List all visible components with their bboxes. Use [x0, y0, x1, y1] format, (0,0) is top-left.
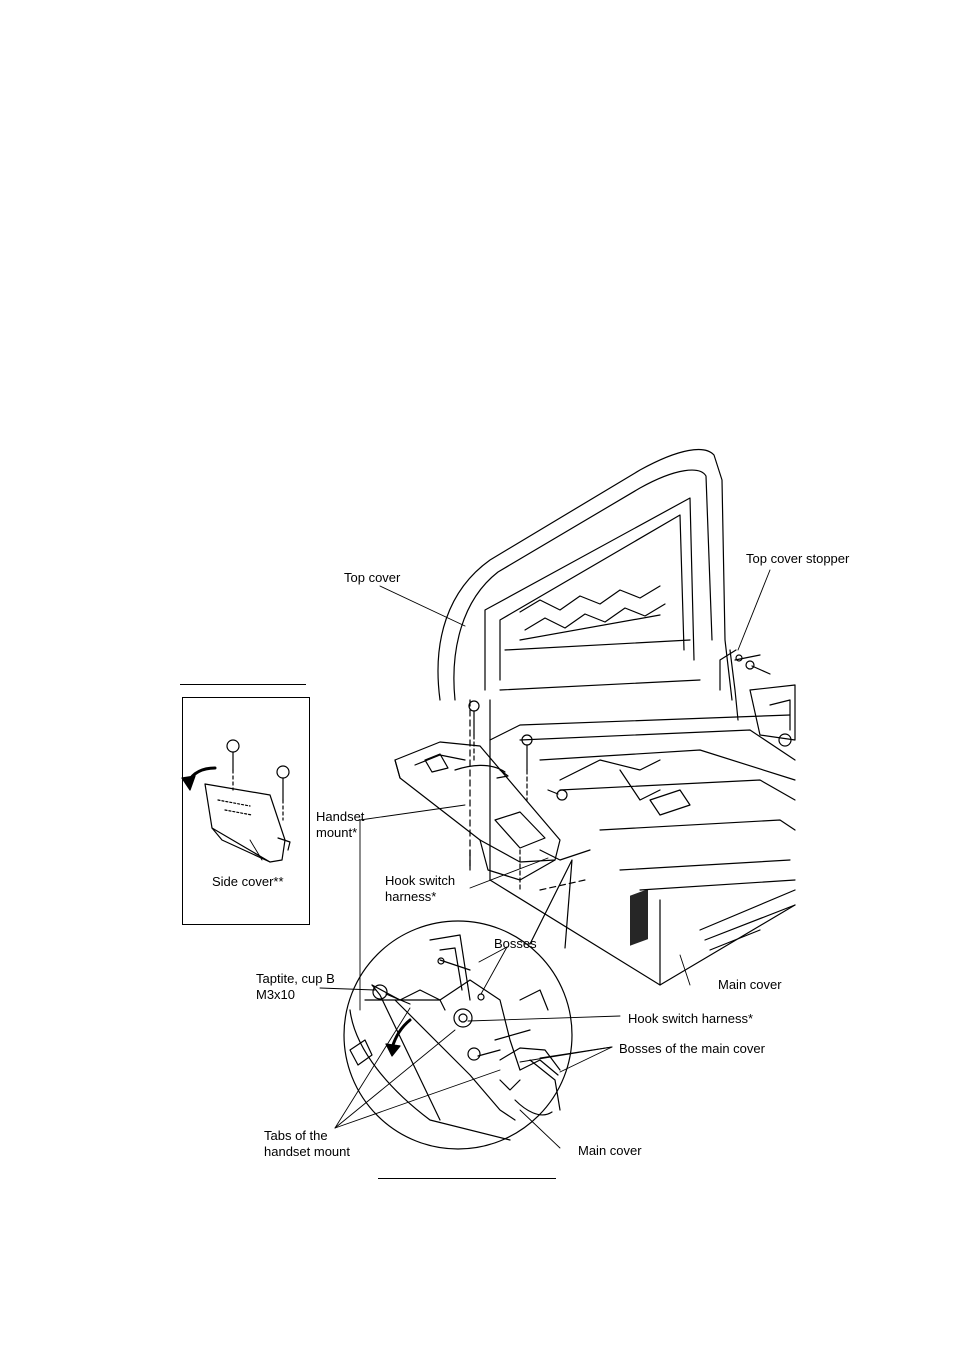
main-body-drawing — [489, 654, 796, 986]
label-taptite-line2: M3x10 — [256, 987, 296, 1002]
label-tabs-line1: Tabs of the — [264, 1128, 328, 1143]
handset-mount-drawing — [394, 700, 591, 893]
label-taptite-line1: Taptite, cup B — [256, 971, 335, 986]
label-main-cover-bottom: Main cover — [578, 1143, 642, 1158]
side-cover-drawing — [181, 739, 291, 863]
label-bosses: Bosses — [494, 936, 537, 951]
label-bosses-main-cover: Bosses of the main cover — [619, 1041, 765, 1056]
label-main-cover-right: Main cover — [718, 977, 782, 992]
top-cover-drawing — [437, 449, 743, 881]
label-handset-mount-line1: Handset — [316, 809, 365, 824]
label-hook-switch-harness-line1: Hook switch — [385, 873, 456, 888]
label-top-cover-stopper: Top cover stopper — [746, 551, 850, 566]
label-side-cover: Side cover** — [212, 874, 284, 889]
inset-top-rule — [180, 684, 306, 685]
side-cover-inset-frame — [182, 697, 310, 925]
label-handset-mount-line2: mount* — [316, 825, 358, 840]
leader-lines — [249, 569, 771, 1149]
label-hook-switch-harness-detail: Hook switch harness* — [628, 1011, 753, 1026]
label-tabs-line2: handset mount — [264, 1144, 351, 1159]
detail-circle — [343, 859, 573, 1150]
label-top-cover: Top cover — [344, 570, 401, 585]
label-hook-switch-harness-line2: harness* — [385, 889, 437, 904]
bottom-rule — [378, 1178, 556, 1179]
